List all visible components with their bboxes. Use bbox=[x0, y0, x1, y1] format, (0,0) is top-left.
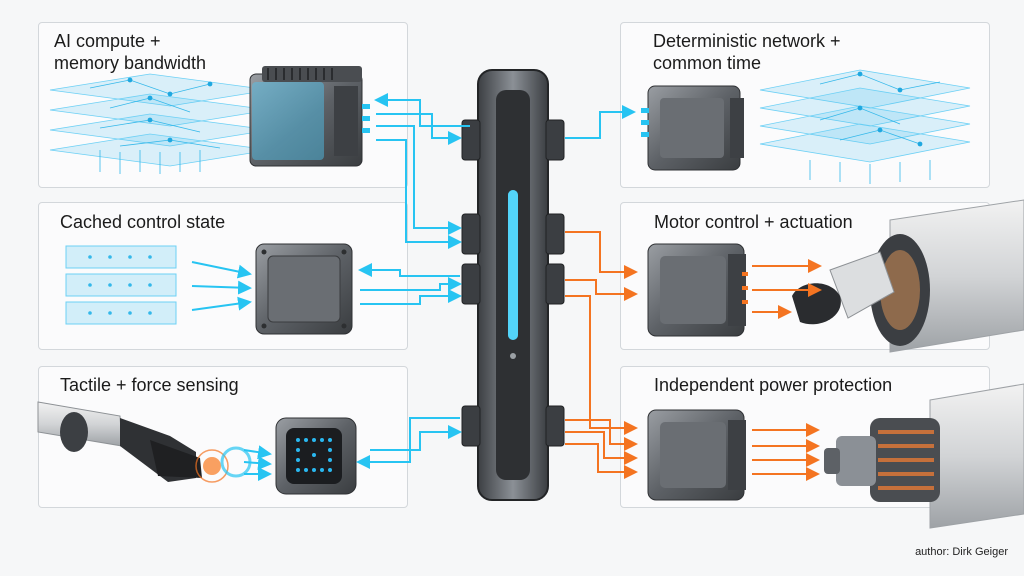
robot-power-joint-graphic bbox=[824, 383, 1024, 529]
cached-state-module bbox=[255, 243, 353, 335]
tactile-title: Tactile + force sensing bbox=[60, 375, 239, 395]
cached-state-title: Cached control state bbox=[60, 212, 226, 232]
power-protection-module bbox=[647, 409, 746, 501]
ai-compute-title: AI compute + memory bandwidth bbox=[54, 31, 207, 73]
network-layers-graphic bbox=[759, 69, 971, 184]
robot-joint-actuator-graphic bbox=[792, 199, 1024, 353]
network-module bbox=[641, 85, 744, 171]
tactile-sensor-module bbox=[275, 417, 357, 495]
power-flow-arrows bbox=[565, 231, 822, 481]
motor-title: Motor control + actuation bbox=[654, 212, 853, 232]
cached-state-layers-graphic bbox=[65, 245, 177, 325]
central-backbone-module bbox=[461, 69, 565, 501]
robot-finger-graphic bbox=[37, 401, 202, 482]
power-title: Independent power protection bbox=[654, 375, 893, 395]
force-contact-graphic bbox=[195, 446, 252, 483]
ai-memory-layers-graphic bbox=[49, 73, 271, 174]
author-credit: author: Dirk Geiger bbox=[915, 546, 1008, 558]
network-title: Deterministic network + common time bbox=[653, 31, 841, 73]
ai-compute-module bbox=[249, 66, 370, 167]
data-flow-arrows bbox=[191, 93, 636, 481]
motor-control-module bbox=[647, 243, 748, 337]
